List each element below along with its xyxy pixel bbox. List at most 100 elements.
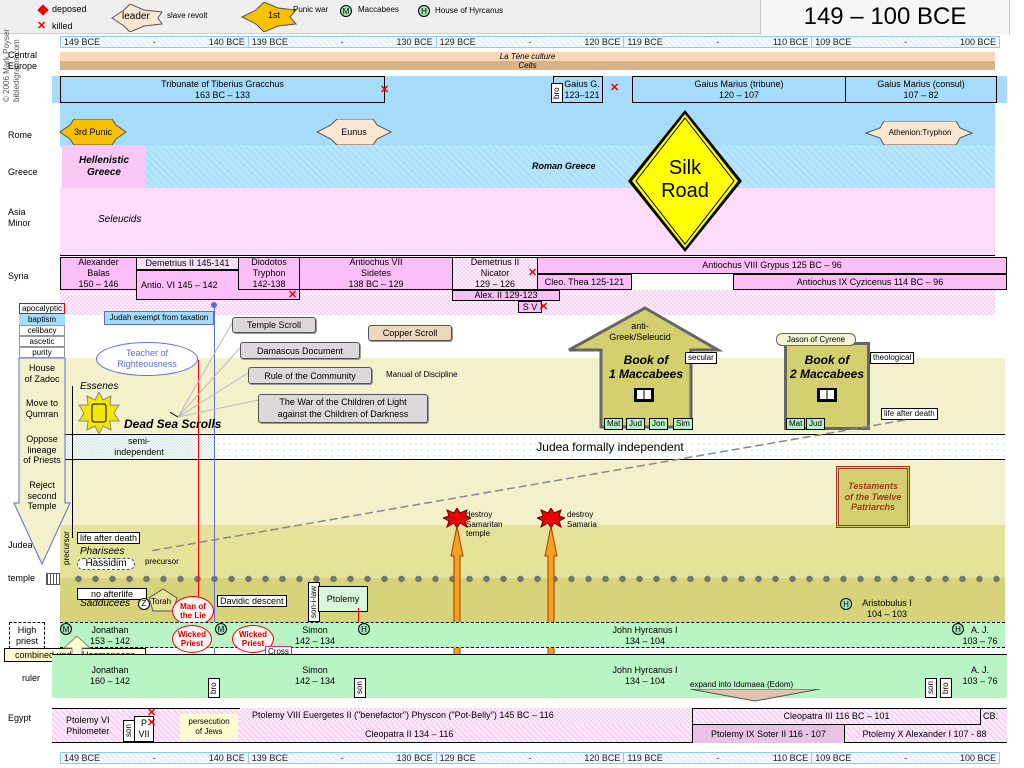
- antiochus-viii-box: Antiochus VIII Grypus 125 BC – 96: [537, 257, 1007, 274]
- maccabees2-title: Book of 2 Maccabees: [789, 352, 865, 381]
- expand-idumaea-label: expand into Idumaea (Edom): [690, 680, 794, 689]
- pharisees-label: Pharisees: [80, 546, 125, 557]
- axis-decade: 129 BCE-120 BCE: [437, 37, 625, 47]
- judah-exempt-label: Judah exempt from taxation: [104, 311, 214, 325]
- ptolemy-x-box: Ptolemy X Alexander I 107 - 88: [844, 725, 1004, 743]
- trait-celibacy: celibacy: [19, 325, 65, 336]
- macc1-tag-jud: Jud: [626, 418, 645, 430]
- copper-scroll: Copper Scroll: [368, 325, 452, 341]
- killed-icon: ✕: [37, 20, 47, 32]
- punic-war-label: Punic war: [293, 5, 329, 14]
- reason-temple: Reject second Temple: [27, 479, 57, 512]
- no-afterlife-label: no afterlife: [77, 588, 147, 600]
- axis-decade: 149 BCE-140 BCE: [61, 37, 249, 47]
- cb-box: CB.: [980, 708, 1000, 725]
- hyrcanus-badge-icon: H: [418, 5, 430, 17]
- maccabees-badge-icon: M: [215, 623, 227, 635]
- trait-purity: purity: [19, 347, 65, 358]
- hassidim-label: Hassidim: [77, 558, 135, 570]
- war-scroll: The War of the Children of Light against…: [258, 394, 428, 423]
- hellenistic-greece-box: Hellenistic Greece: [62, 145, 146, 188]
- axis-decade: 129 BCE-120 BCE: [437, 753, 625, 763]
- maccabees1-house-shape: [568, 306, 723, 429]
- maccabees1-title: Book of 1 Maccabees: [608, 352, 684, 381]
- maccabees-badge-icon: M: [340, 5, 352, 17]
- maccabees-badge-icon: M: [60, 623, 72, 635]
- explosion-icon: [443, 508, 471, 528]
- killed-icon: ✕: [288, 289, 298, 301]
- life-after-death-tag: life after death: [881, 408, 938, 420]
- high-priest-label: High priest: [9, 622, 45, 649]
- book-icon: [817, 388, 837, 402]
- row-label-asia-minor: Asia Minor: [8, 207, 31, 229]
- leader-star-icon: [111, 4, 163, 32]
- leader-label: leader: [122, 11, 150, 22]
- son-tag: son: [354, 678, 366, 698]
- jason-of-cyrene-tag: Jason of Cyrene: [776, 333, 856, 346]
- teacher-line: [198, 360, 199, 600]
- ptolemy-ix-box: Ptolemy IX Soter II 116 - 107: [692, 725, 844, 743]
- bro-tag: bro: [551, 83, 563, 103]
- alex-ii-box: Alex. II 129-123: [452, 290, 560, 301]
- manual-of-discipline-label: Manual of Discipline: [386, 370, 458, 379]
- temple-icon: [46, 573, 60, 585]
- hyrcanus-badge-icon: H: [952, 623, 964, 635]
- macc1-tag-jon: Jon: [649, 418, 668, 430]
- ptolemy-vii-box: P VII: [134, 716, 154, 742]
- precursor-label: precursor: [145, 557, 179, 566]
- formally-independent-label: Judea formally independent: [536, 439, 684, 454]
- antiochus-ix-box: Antiochus IX Cyzicenus 114 BC – 96: [733, 274, 1007, 290]
- trait-baptism: baptism: [19, 314, 65, 325]
- judea-independent-band: [215, 434, 1005, 460]
- rule-of-community-scroll: Rule of the Community: [248, 367, 372, 384]
- punic-war-star-icon: [59, 119, 127, 145]
- son-tag: son: [925, 678, 937, 698]
- hyrcanus-label: House of Hyrcanus: [435, 6, 504, 15]
- killed-label: killed: [52, 21, 73, 31]
- punic-star-icon: [240, 2, 297, 32]
- scroll-connector-lines: [170, 322, 259, 418]
- bro-tag: bro: [208, 678, 220, 698]
- deposed-label: deposed: [52, 4, 87, 14]
- axis-decade: 119 BCE-110 BCE: [624, 753, 813, 763]
- judea-band-lower: [60, 525, 1005, 578]
- cleopatra-ii-label: Cleopatra II 134 – 116: [365, 729, 454, 739]
- row-label-rome: Rome: [8, 130, 33, 140]
- killed-icon: ✕: [528, 267, 538, 279]
- eunus-label: Eunus: [341, 126, 367, 137]
- row-label-judea: Judea: [8, 540, 33, 550]
- axis-decade: 109 BCE-100 BCE: [815, 753, 996, 763]
- essenes-label: Essenes: [80, 381, 119, 392]
- life-after-death-label: life after death: [77, 532, 141, 544]
- explosion-icon: [537, 508, 565, 528]
- row-label-syria: Syria: [8, 271, 29, 281]
- cleopatra-iii-box: Cleopatra III 116 BC – 101: [692, 708, 980, 725]
- marius-consul-box: Gaius Marius (consul)107 – 82: [845, 76, 997, 103]
- theological-tag: theological: [870, 352, 915, 364]
- reason-zadoc: House of Zadoc: [24, 363, 60, 384]
- rome-lower-band: [60, 103, 995, 147]
- third-punic-label: 3rd Punic: [73, 126, 113, 137]
- axis-decade: 149 BCE-140 BCE: [61, 753, 249, 763]
- precursor-vertical-label: precursor: [62, 528, 72, 568]
- silk-road-label: Silk Road: [661, 157, 709, 202]
- macc2-tag-jud: Jud: [806, 418, 825, 430]
- row-label-ruler: ruler: [22, 673, 41, 683]
- maccabees-label: Maccabees: [358, 5, 399, 14]
- expand-arrow: [690, 689, 820, 702]
- reason-qumran: Move to Qumran: [25, 398, 59, 419]
- page-title: 149 – 100 BCE: [760, 0, 1010, 35]
- row-label-central-europe: Central Europe: [8, 50, 38, 72]
- wicked-priest-ellipse: Wicked Priest: [172, 625, 212, 653]
- axis-decade: 139 BCE-130 BCE: [249, 753, 437, 763]
- taxation-line: [214, 305, 215, 665]
- axis-decade: 109 BCE-100 BCE: [815, 37, 996, 47]
- testaments-box: Testaments of the Twelve Patriarchs: [836, 466, 910, 528]
- davidic-descent-tag: Davidic descent: [217, 595, 287, 607]
- essene-reasons-arrow: [13, 358, 71, 566]
